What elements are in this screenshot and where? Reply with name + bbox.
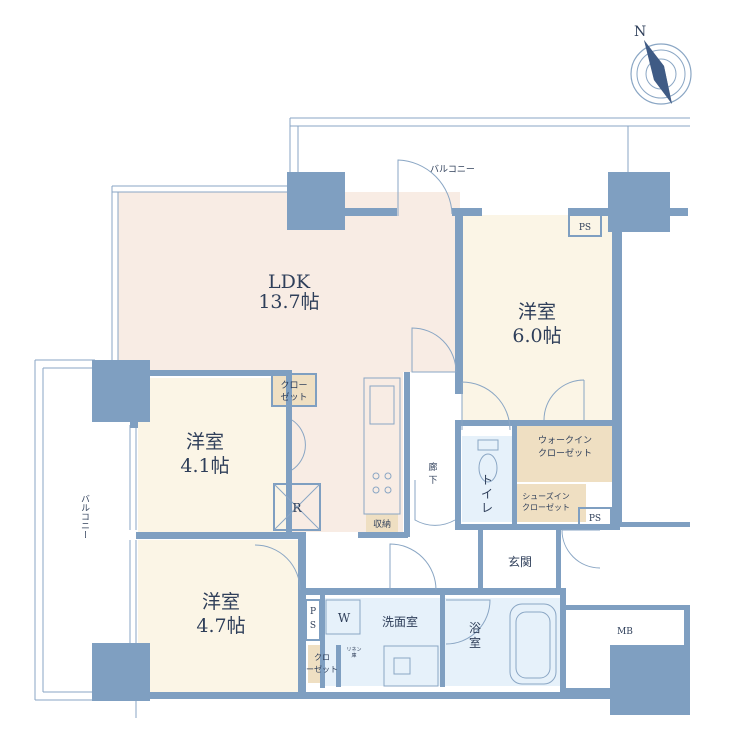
linen-label-2: 庫 <box>351 652 356 659</box>
mb-label: MB <box>617 627 633 637</box>
w-label: W <box>338 611 351 625</box>
ps-mid-label: PS <box>589 514 601 524</box>
bath-floor <box>444 598 562 686</box>
toilet-label-3: レ <box>481 501 493 515</box>
bath-label-2: 室 <box>469 635 481 650</box>
ps-left-label-1: P <box>310 607 316 617</box>
room-sw-floor <box>138 540 303 695</box>
column-left-mid <box>92 360 150 422</box>
walkin-closet-label-2: クローゼット <box>538 447 592 459</box>
shoes-closet-label-1: シューズイン <box>522 491 570 501</box>
column-bottom-left <box>92 643 150 701</box>
washroom-label: 洗面室 <box>382 614 418 629</box>
walkin-closet-floor <box>516 422 614 482</box>
storage-label: 収納 <box>373 518 391 530</box>
storage-floor <box>366 514 398 532</box>
column-top-left <box>287 172 345 230</box>
linen-label-1: リネン <box>346 647 361 653</box>
bath-label-1: 浴 <box>469 621 481 635</box>
entrance-label: 玄関 <box>508 554 532 569</box>
ldk-name: LDK <box>268 271 311 293</box>
closet-bottom-label-2: ーゼット <box>306 664 338 674</box>
room-ne-size: 6.0帖 <box>512 325 561 347</box>
room-w-floor <box>138 378 288 533</box>
washroom-floor <box>324 598 442 686</box>
corridor-label-2: 下 <box>428 476 437 486</box>
balcony-left-label: バルコニー <box>79 494 90 539</box>
closet-small-floor <box>272 374 316 406</box>
room-ne-floor <box>462 215 614 420</box>
compass: N <box>630 24 692 105</box>
shoes-closet-floor <box>516 484 586 522</box>
closet-small-label-2: ゼット <box>280 391 307 403</box>
room-sw-size: 4.7帖 <box>196 615 245 637</box>
shoes-closet-label-2: クローゼット <box>522 502 570 512</box>
balcony-top-label: バルコニー <box>430 164 475 175</box>
room-w-name: 洋室 <box>186 431 224 453</box>
room-ne-name: 洋室 <box>518 301 556 323</box>
corridor-label-1: 廊 <box>428 461 437 473</box>
column-bottom-right <box>610 645 688 715</box>
closet-small-label-1: クロー <box>280 380 307 391</box>
ps-left-label-2: S <box>310 621 316 631</box>
ldk-size: 13.7帖 <box>258 291 319 313</box>
closet-bottom-label-1: クロ <box>314 653 330 662</box>
room-sw-name: 洋室 <box>202 591 240 613</box>
toilet-label-1: ト <box>481 473 493 487</box>
r-label: R <box>292 501 302 515</box>
room-w-size: 4.1帖 <box>180 455 229 477</box>
compass-north-label: N <box>634 24 646 40</box>
toilet-label-2: イ <box>481 487 493 501</box>
ps-top-label: PS <box>579 223 591 233</box>
walkin-closet-label-1: ウォークイン <box>538 435 592 446</box>
